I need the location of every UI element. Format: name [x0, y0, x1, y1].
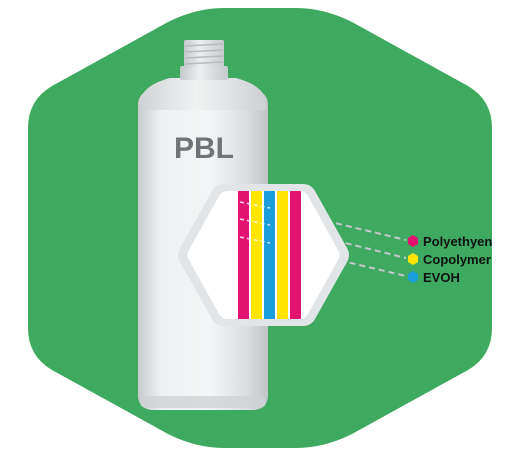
layer-magnifier [178, 184, 349, 326]
legend-label-polyethyen: Polyethyen [423, 234, 492, 249]
stripe-polyethyen-outer-right [290, 191, 301, 319]
legend-hex-icon-polyethyen [408, 235, 418, 247]
legend-hex-icon-copolymer [408, 253, 418, 265]
legend-item-copolymer: Copolymer [408, 252, 491, 267]
bottle-collar [180, 66, 228, 80]
leader-start-evoh [239, 236, 271, 244]
legend-label-evoh: EVOH [423, 270, 460, 285]
legend-hex-icon-evoh [408, 271, 418, 283]
bottle-label: PBL [174, 132, 234, 165]
layer-stripes [238, 191, 301, 319]
stripe-copolymer-left [251, 191, 262, 319]
leader-start-polyethyen [239, 201, 271, 209]
legend-label-copolymer: Copolymer [423, 252, 491, 267]
bottle-neck [184, 40, 224, 68]
bottle-neck-threads [184, 43, 224, 65]
magnifier-face [187, 191, 340, 319]
legend: Polyethyen Copolymer EVOH [408, 234, 492, 285]
stripe-polyethyen-outer-left [238, 191, 249, 319]
bottle-base-shadow [140, 396, 266, 408]
leader-start-copolymer [239, 218, 271, 226]
stripe-copolymer-right [277, 191, 288, 319]
stripe-evoh [264, 191, 275, 319]
legend-item-evoh: EVOH [408, 270, 460, 285]
bottle-shoulder [140, 78, 266, 110]
legend-item-polyethyen: Polyethyen [408, 234, 492, 249]
